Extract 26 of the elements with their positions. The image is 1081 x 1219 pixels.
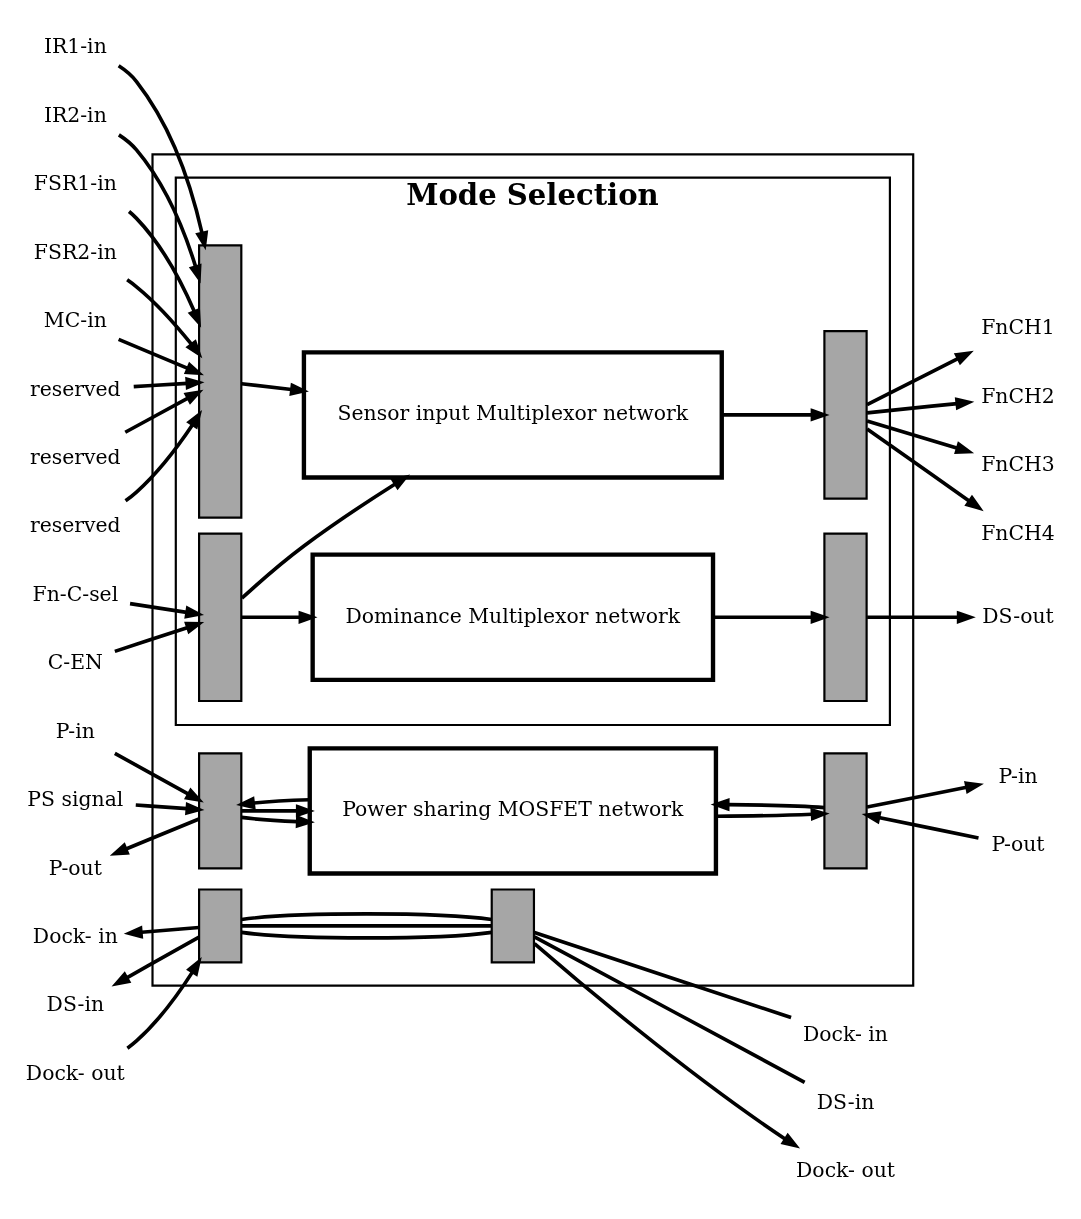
node-text: FSR2-in — [33, 239, 117, 264]
node-text: Dock- in — [32, 923, 118, 948]
node-text: P-out — [991, 831, 1045, 856]
node-text: FSR1-in — [33, 170, 117, 195]
node-text: P-in — [998, 763, 1038, 788]
node-text: MC-in — [43, 307, 107, 332]
node-text: DS-in — [816, 1089, 875, 1114]
node-text: C-EN — [47, 649, 103, 674]
node-text: reserved — [30, 444, 121, 469]
node-text: Dock- in — [803, 1021, 889, 1045]
node-text: IR1-in — [43, 33, 107, 58]
node-text: Dock- out — [25, 1060, 125, 1085]
node-text: PS signal — [27, 786, 124, 811]
node-text: P-out — [48, 855, 102, 880]
node-text: P-in — [55, 718, 95, 743]
node-text: FnCH1 — [981, 314, 1055, 339]
node-text: Dock- out — [796, 1157, 895, 1182]
node-text: FnCH2 — [981, 383, 1055, 408]
node-text: Fn-C-sel — [32, 581, 119, 606]
node-text: IR2-in — [43, 102, 107, 127]
node-text: DS-out — [982, 603, 1054, 628]
node-text: FnCH3 — [981, 451, 1055, 476]
node-text: reserved — [30, 376, 121, 401]
node-text: FnCH4 — [981, 520, 1055, 545]
node-text: reserved — [30, 512, 121, 537]
node-text: DS-in — [46, 991, 105, 1016]
